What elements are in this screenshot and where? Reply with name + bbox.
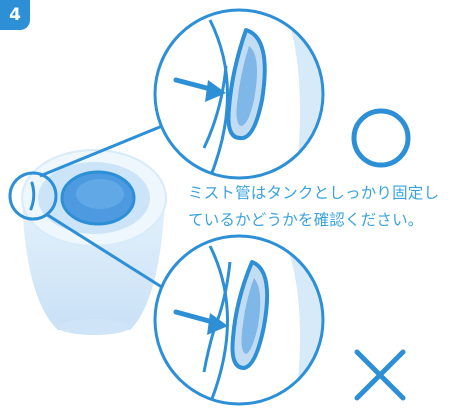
- zoom-view-correct: [153, 8, 325, 180]
- caption-line-2: ているかどうかを確認ください。: [188, 211, 424, 229]
- step-number-badge: 4: [0, 0, 30, 30]
- zoom-connector-lines: [39, 120, 177, 298]
- detail-highlight: [8, 171, 58, 221]
- incorrect-cross-icon: [354, 349, 406, 401]
- correct-circle-icon: [351, 108, 411, 168]
- humidifier-unit: [21, 149, 167, 335]
- instruction-caption: ミスト管はタンクとしっかり固定し ているかどうかを確認ください。: [188, 180, 458, 234]
- zoom-view-incorrect: [153, 234, 325, 406]
- caption-line-1: ミスト管はタンクとしっかり固定し: [188, 184, 440, 202]
